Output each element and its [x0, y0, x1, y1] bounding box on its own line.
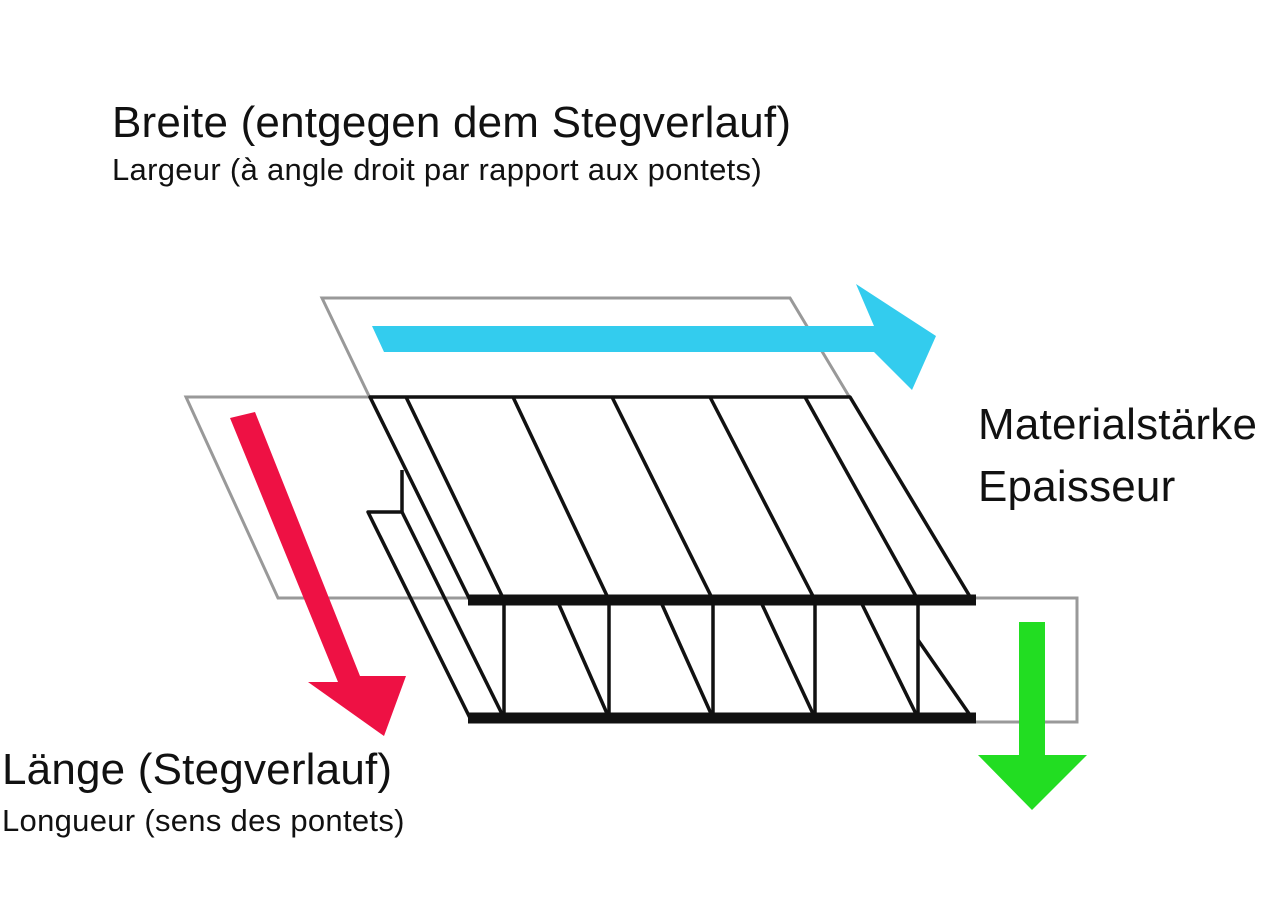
top-skin	[368, 395, 974, 602]
width-label-german: Breite (entgegen dem Stegverlauf)	[112, 98, 792, 147]
length-arrow-icon	[230, 412, 406, 736]
width-arrow-icon	[372, 284, 936, 390]
thickness-arrow-icon	[978, 622, 1087, 810]
width-label-french: Largeur (à angle droit par rapport aux p…	[112, 152, 762, 187]
thickness-label-german: Materialstärke	[978, 400, 1258, 449]
inner-webs	[502, 599, 974, 719]
length-label-german: Länge (Stegverlauf)	[2, 745, 393, 794]
thickness-label-french: Epaisseur	[978, 462, 1176, 511]
length-label-french: Longueur (sens des pontets)	[2, 803, 405, 838]
side-profile	[366, 470, 506, 719]
